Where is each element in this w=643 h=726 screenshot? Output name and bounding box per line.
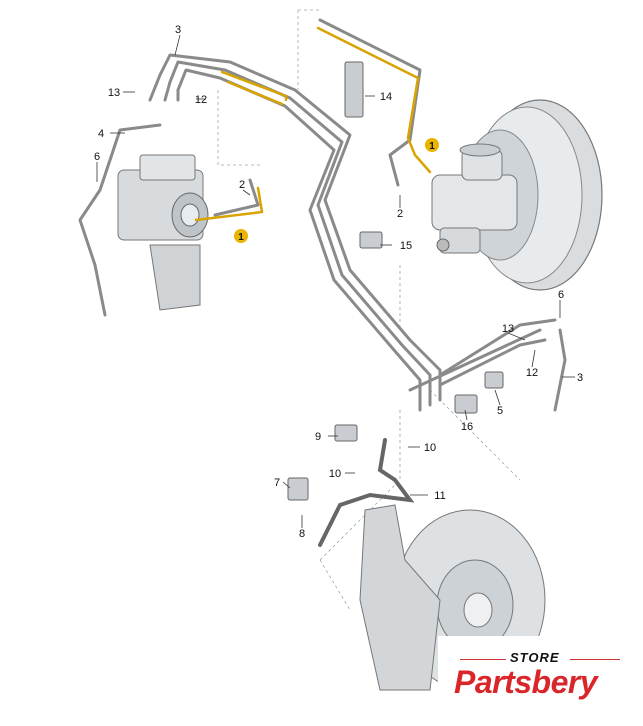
callout-10-a: 10 (424, 442, 436, 454)
callout-11: 11 (434, 490, 445, 502)
callout-2-right: 2 (397, 208, 403, 220)
logo-store-text: STORE (510, 650, 560, 665)
callout-5: 5 (497, 405, 503, 417)
guide-lines (217, 9, 521, 611)
callout-3-top: 3 (175, 24, 181, 36)
callout-6-left: 6 (94, 151, 100, 163)
brake-lines-highlighted (194, 26, 432, 222)
callout-16: 16 (461, 421, 473, 433)
callout-12-top: 12 (195, 94, 207, 106)
callout-15: 15 (400, 240, 412, 252)
svg-text:1: 1 (238, 232, 244, 243)
callout-2-left: 2 (239, 179, 245, 191)
brake-caliper (359, 504, 441, 691)
callout-6-right: 6 (558, 289, 564, 301)
callout-leaders (96, 34, 575, 528)
callout-9: 9 (315, 431, 321, 443)
svg-text:1: 1 (429, 141, 435, 152)
callout-10-b: 10 (329, 468, 341, 480)
highlight-badge-1-left: 1 (234, 229, 248, 243)
front-wheel-hose (318, 438, 415, 547)
master-cylinder (431, 143, 518, 254)
logo-line-right (570, 659, 620, 660)
abs-unit (117, 154, 209, 311)
callout-12-right: 12 (526, 367, 538, 379)
partsbery-logo: STORE Partsbery (438, 636, 643, 726)
logo-line-left (460, 659, 506, 660)
highlight-badge-1-right: 1 (425, 138, 439, 152)
callout-3-right: 3 (577, 372, 583, 384)
callout-8: 8 (299, 528, 305, 540)
logo-brand-text: Partsbery (454, 664, 598, 700)
callout-7: 7 (274, 477, 280, 489)
callout-14: 14 (380, 91, 392, 103)
brake-lines (78, 18, 567, 412)
callout-4: 4 (98, 128, 104, 140)
callout-13-right: 13 (502, 323, 514, 335)
callout-13-top: 13 (108, 87, 120, 99)
